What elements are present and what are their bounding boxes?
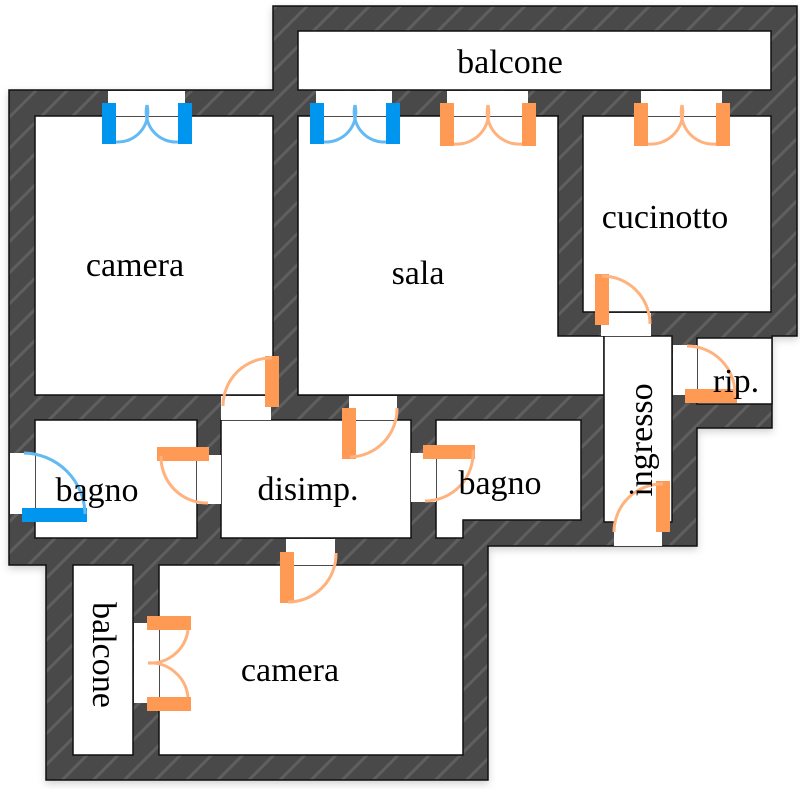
door-bagno-left[interactable] (157, 447, 209, 505)
label-bagno-right: bagno (458, 465, 541, 502)
window-camera-top[interactable] (102, 103, 192, 144)
door-ingresso[interactable] (612, 481, 670, 533)
label-rip: rip. (713, 363, 759, 400)
room-camera-top (34, 115, 274, 396)
door-disimp-sala[interactable] (342, 407, 399, 459)
window-camera-bottom[interactable] (147, 616, 191, 711)
door-rip[interactable] (685, 344, 737, 403)
door-bagno-right[interactable] (423, 445, 475, 503)
doors (22, 103, 737, 711)
room-balcone-bottom (72, 564, 134, 756)
label-bagno-left: bagno (55, 472, 138, 509)
label-camera-top: camera (86, 247, 184, 284)
label-camera-bottom: camera (241, 652, 339, 689)
window-sala-right[interactable] (440, 103, 536, 146)
room-labels: balcone camera sala cucinotto rip. ingre… (55, 44, 759, 708)
label-disimp: disimp. (257, 471, 358, 508)
openings (10, 91, 722, 703)
window-cucinotto[interactable] (634, 103, 730, 146)
room-sala-lower (297, 115, 605, 396)
label-balcone-top: balcone (457, 44, 563, 81)
label-cucinotto: cucinotto (602, 199, 729, 236)
door-cucinotto[interactable] (595, 274, 652, 325)
door-camera-bottom[interactable] (280, 552, 338, 604)
room-balcone-top (297, 30, 772, 91)
door-bagno-left-window[interactable] (22, 451, 87, 522)
label-sala: sala (392, 255, 445, 292)
label-balcone-bottom: balcone (85, 602, 122, 708)
label-ingresso: ingresso (623, 383, 660, 496)
rooms (34, 30, 773, 756)
window-sala-left[interactable] (310, 103, 400, 144)
door-camera-top[interactable] (221, 356, 279, 407)
